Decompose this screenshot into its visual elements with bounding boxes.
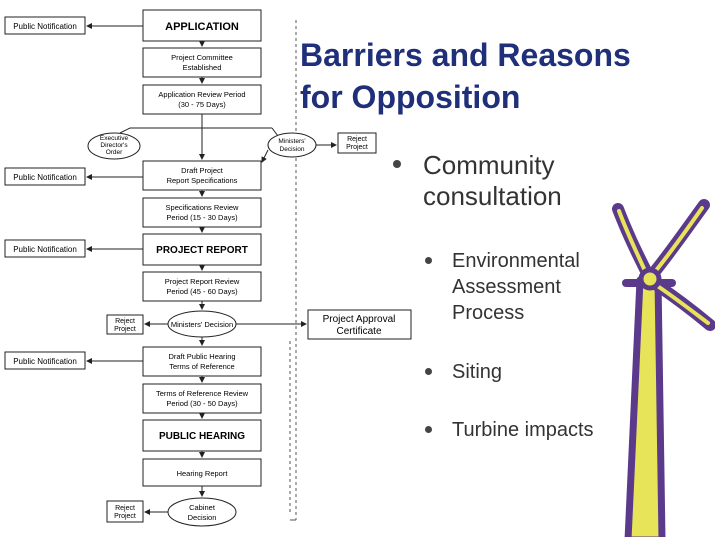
sub-bullet-label: Environmental Assessment Process bbox=[452, 250, 580, 324]
step-application: APPLICATION bbox=[142, 9, 262, 42]
public-notification-label: Public Notification bbox=[13, 357, 77, 366]
svg-text:PUBLIC HEARING: PUBLIC HEARING bbox=[159, 431, 245, 442]
svg-text:PROJECT REPORT: PROJECT REPORT bbox=[156, 245, 248, 256]
sub-bullet-siting: Siting bbox=[425, 359, 625, 385]
title-line-2: for Opposition bbox=[300, 79, 521, 115]
svg-text:Ministers' Decision: Ministers' Decision bbox=[171, 320, 233, 329]
public-notification-label: Public Notification bbox=[13, 22, 77, 31]
sub-bullet-turbine-impacts: Turbine impacts bbox=[425, 417, 625, 443]
bullet-dot-icon bbox=[425, 368, 432, 375]
svg-text:Ministers'Decision: Ministers'Decision bbox=[278, 138, 305, 153]
eia-process-flowchart: Public Notification Public Notification … bbox=[4, 9, 412, 527]
step-ministers-decision: Ministers' Decision bbox=[167, 310, 237, 338]
bullet-dot-icon bbox=[393, 160, 401, 168]
svg-text:Hearing Report: Hearing Report bbox=[177, 469, 229, 478]
sub-bullet-environmental-assessment: Environmental Assessment Process bbox=[425, 248, 625, 326]
public-notification-3: Public Notification bbox=[4, 239, 86, 258]
title-line-1: Barriers and Reasons bbox=[300, 37, 631, 73]
public-notification-label: Public Notification bbox=[13, 245, 77, 254]
public-notification-label: Public Notification bbox=[13, 173, 77, 182]
svg-text:APPLICATION: APPLICATION bbox=[165, 21, 239, 33]
step-hearing-report: Hearing Report bbox=[142, 458, 262, 487]
public-notification-2: Public Notification bbox=[4, 167, 86, 186]
sub-bullet-label: Siting bbox=[452, 361, 503, 383]
bullet-dot-icon bbox=[425, 426, 432, 433]
svg-text:Application Review Period(30 -: Application Review Period(30 - 75 Days) bbox=[158, 90, 245, 109]
step-application-review: Application Review Period(30 - 75 Days) bbox=[142, 84, 262, 115]
slide-title: Barriers and Reasons for Opposition bbox=[300, 34, 700, 118]
step-public-hearing: PUBLIC HEARING bbox=[142, 419, 262, 452]
public-notification-1: Public Notification bbox=[4, 16, 86, 35]
bullet-dot-icon bbox=[425, 257, 432, 264]
public-notification-4: Public Notification bbox=[4, 351, 86, 370]
ministers-decision-side: Ministers'Decision bbox=[267, 132, 317, 158]
bullet-label: Community consultation bbox=[423, 150, 562, 211]
step-project-report: PROJECT REPORT bbox=[142, 233, 262, 266]
wind-turbine-icon bbox=[612, 199, 715, 537]
bullet-community-consultation: Community consultation bbox=[393, 150, 633, 212]
sub-bullet-label: Turbine impacts bbox=[452, 419, 594, 441]
